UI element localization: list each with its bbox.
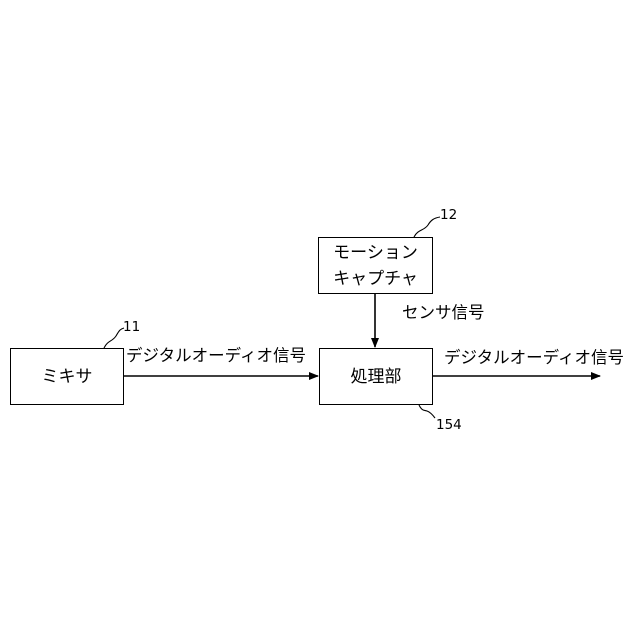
audio-out-signal-label: デジタルオーディオ信号 xyxy=(444,348,624,368)
motion-capture-block: モーション キャプチャ xyxy=(318,237,433,294)
sensor-signal-label: センサ信号 xyxy=(402,303,485,323)
ref-11-leader xyxy=(104,328,124,348)
mixer-ref-number: 11 xyxy=(123,319,140,335)
motion-capture-label-line1: モーション xyxy=(333,240,418,266)
mixer-block: ミキサ xyxy=(10,348,124,405)
ref-12-leader xyxy=(414,217,440,237)
motion-capture-ref-number: 12 xyxy=(440,207,457,223)
motion-capture-label-line2: キャプチャ xyxy=(333,266,418,292)
mixer-label: ミキサ xyxy=(42,364,93,390)
processing-label: 処理部 xyxy=(351,364,402,390)
processing-ref-number: 154 xyxy=(436,417,462,433)
audio-in-signal-label: デジタルオーディオ信号 xyxy=(126,346,306,366)
ref-154-leader xyxy=(419,405,435,418)
processing-block: 処理部 xyxy=(319,348,433,405)
